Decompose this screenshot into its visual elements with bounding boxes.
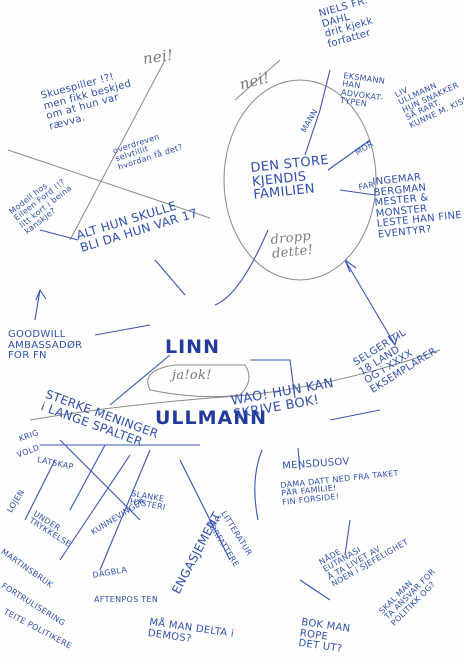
pencil-ja-ok-tail <box>29 349 441 421</box>
line-center-to-familie <box>214 229 269 306</box>
line-mann-to-niels <box>319 69 331 111</box>
center-title-line1: LINN <box>165 335 220 358</box>
line-alt-to-modell <box>39 229 79 241</box>
line-center-to-goodwill <box>94 324 151 336</box>
pencil-circle <box>223 79 377 281</box>
pencil-cross-line-1 <box>7 149 211 219</box>
note-den-store: DEN STORE KJENDIS FAMILIEN <box>249 152 330 204</box>
line-familie-to-mor <box>327 139 371 171</box>
note-aftenposten: AFTENPOS TEN <box>94 595 159 604</box>
line-selger-to-wao <box>329 409 381 421</box>
line-sterke-branch-5 <box>99 449 151 571</box>
note-ingemar: INGEMAR BERGMAN MESTER & MONSTER LESTE H… <box>371 171 463 241</box>
pencil-cross-line-2 <box>69 59 166 241</box>
line-bok-man <box>299 579 331 601</box>
line-sterke-branch-3 <box>69 444 106 511</box>
note-eksmann: EKSMANN HAN ADVOKAT- TYPEN <box>339 71 386 109</box>
pencil-nei-right-stroke <box>234 59 281 101</box>
line-sterke-branch-4 <box>59 454 131 561</box>
line-center-to-alt <box>154 259 186 296</box>
line-center-to-sterke <box>109 354 171 406</box>
line-familie-to-mann <box>304 109 321 156</box>
line-goodwill-arrow <box>34 288 47 321</box>
line-center-to-wao <box>250 359 296 399</box>
line-familie-to-selger <box>344 259 399 347</box>
line-sterke-branch-6 <box>179 459 231 561</box>
line-familie-to-far <box>339 189 376 196</box>
note-goodwill: GOODWILL AMBASSADØR FOR FN <box>8 329 83 361</box>
pencil-note-ja-ok: ja!ok! <box>172 368 212 383</box>
center-title: LINN ULLMANN <box>155 288 267 478</box>
line-wao-to-litteratur <box>254 449 263 521</box>
note-bok-man: BOK MAN ROPE DET UT? <box>297 617 352 655</box>
pencil-ja-ok-loop <box>147 364 250 398</box>
center-title-line2: ULLMANN <box>155 406 268 429</box>
line-mensdusov-to-nade <box>344 519 351 556</box>
line-sterke-branch-7 <box>24 459 56 521</box>
pencil-note-dropp-dette: dropp dette! <box>269 228 314 262</box>
line-wao-to-mensdusov <box>297 447 301 471</box>
